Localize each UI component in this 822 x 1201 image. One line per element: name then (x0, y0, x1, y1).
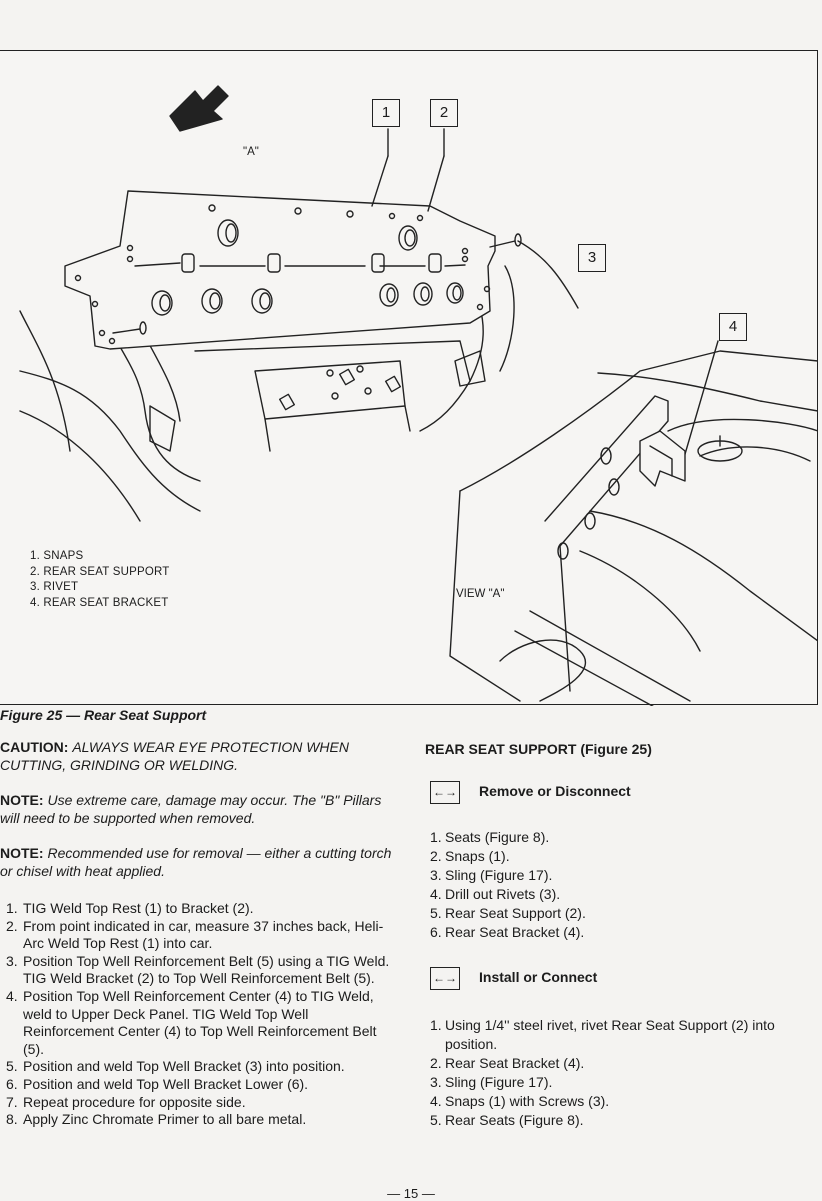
note-label: NOTE: (0, 792, 44, 808)
callout-4: 4 (719, 313, 747, 341)
remove-disconnect-icon: ←→ (430, 781, 460, 804)
list-item: 4.Drill out Rivets (3). (430, 886, 561, 902)
left-column: CAUTION: ALWAYS WEAR EYE PROTECTION WHEN… (0, 738, 392, 1129)
list-item: 6.Position and weld Top Well Bracket Low… (6, 1075, 309, 1092)
callout-3: 3 (578, 244, 606, 272)
list-item: 4.Snaps (1) with Screws (3). (430, 1093, 610, 1109)
list-item: 5.Rear Seats (Figure 8). (430, 1112, 584, 1128)
list-item: 2.Snaps (1). (430, 848, 510, 864)
right-column: REAR SEAT SUPPORT (Figure 25) ←→ Remove … (425, 740, 820, 1130)
figure-caption: Figure 25 — Rear Seat Support (0, 707, 207, 723)
list-item: 2.Rear Seat Bracket (4). (430, 1055, 585, 1071)
remove-label: Remove or Disconnect (479, 783, 631, 799)
install-steps: 1.Using 1/4'' steel rivet, rivet Rear Se… (425, 1016, 820, 1130)
note-paragraph: NOTE: Recommended use for removal — eith… (0, 844, 392, 880)
label-a: "A" (243, 146, 259, 158)
legend-item: 3. RIVET (30, 581, 79, 593)
view-a-label: VIEW "A" (456, 588, 505, 600)
figure-25-illustration: "A" 1 2 3 4 VIEW "A" 1. SNAPS 2. REAR SE… (0, 50, 818, 706)
caution-text: ALWAYS WEAR EYE PROTECTION WHEN CUTTING,… (0, 739, 349, 773)
rivet-icon (112, 233, 522, 335)
list-item: 1.Seats (Figure 8). (430, 829, 550, 845)
view-direction-arrow-icon (169, 85, 229, 132)
section-title: REAR SEAT SUPPORT (Figure 25) (425, 741, 652, 757)
page-number: — 15 — (387, 1186, 435, 1201)
list-item: 3.Position Top Well Reinforcement Belt (… (6, 952, 390, 987)
callout-2: 2 (430, 99, 458, 127)
list-item: 6.Rear Seat Bracket (4). (430, 924, 585, 940)
list-item: 1.Using 1/4'' steel rivet, rivet Rear Se… (430, 1017, 775, 1052)
caution-paragraph: CAUTION: ALWAYS WEAR EYE PROTECTION WHEN… (0, 738, 392, 774)
figure-legend: 1. SNAPS 2. REAR SEAT SUPPORT 3. RIVET 4… (30, 549, 169, 611)
list-item: 5.Position and weld Top Well Bracket (3)… (6, 1058, 345, 1075)
install-connect-icon: ←→ (430, 967, 460, 990)
rear-seat-support-panel (64, 190, 496, 350)
legend-item: 4. REAR SEAT BRACKET (30, 596, 169, 609)
note-label: NOTE: (0, 845, 44, 861)
install-label: Install or Connect (479, 969, 598, 985)
list-item: 7.Repeat procedure for opposite side. (6, 1093, 246, 1110)
rear-seat-support-drawing (19, 85, 818, 706)
procedure-steps: 1.TIG Weld Top Rest (1) to Bracket (2). … (0, 900, 392, 1129)
caution-label: CAUTION: (0, 739, 69, 755)
list-item: 4.Position Top Well Reinforcement Center… (6, 987, 377, 1057)
list-item: 3.Sling (Figure 17). (430, 867, 553, 883)
note-text: Recommended use for removal — either a c… (0, 845, 392, 879)
bolt-cluster (278, 365, 402, 411)
list-item: 3.Sling (Figure 17). (430, 1074, 553, 1090)
list-item: 1.TIG Weld Top Rest (1) to Bracket (2). (6, 900, 254, 916)
remove-steps: 1.Seats (Figure 8). 2.Snaps (1). 3.Sling… (425, 828, 820, 942)
list-item: 5.Rear Seat Support (2). (430, 905, 586, 921)
view-a-inset (449, 350, 818, 706)
note-text: Use extreme care, damage may occur. The … (0, 792, 382, 826)
legend-item: 2. REAR SEAT SUPPORT (30, 565, 170, 578)
note-paragraph: NOTE: Use extreme care, damage may occur… (0, 791, 392, 827)
list-item: 8.Apply Zinc Chromate Primer to all bare… (6, 1111, 307, 1128)
legend-item: 1. SNAPS (30, 550, 84, 562)
callout-1: 1 (372, 99, 400, 127)
list-item: 2.From point indicated in car, measure 3… (6, 917, 384, 952)
install-heading: ←→ Install or Connect (425, 966, 820, 994)
remove-heading: ←→ Remove or Disconnect (425, 780, 820, 808)
